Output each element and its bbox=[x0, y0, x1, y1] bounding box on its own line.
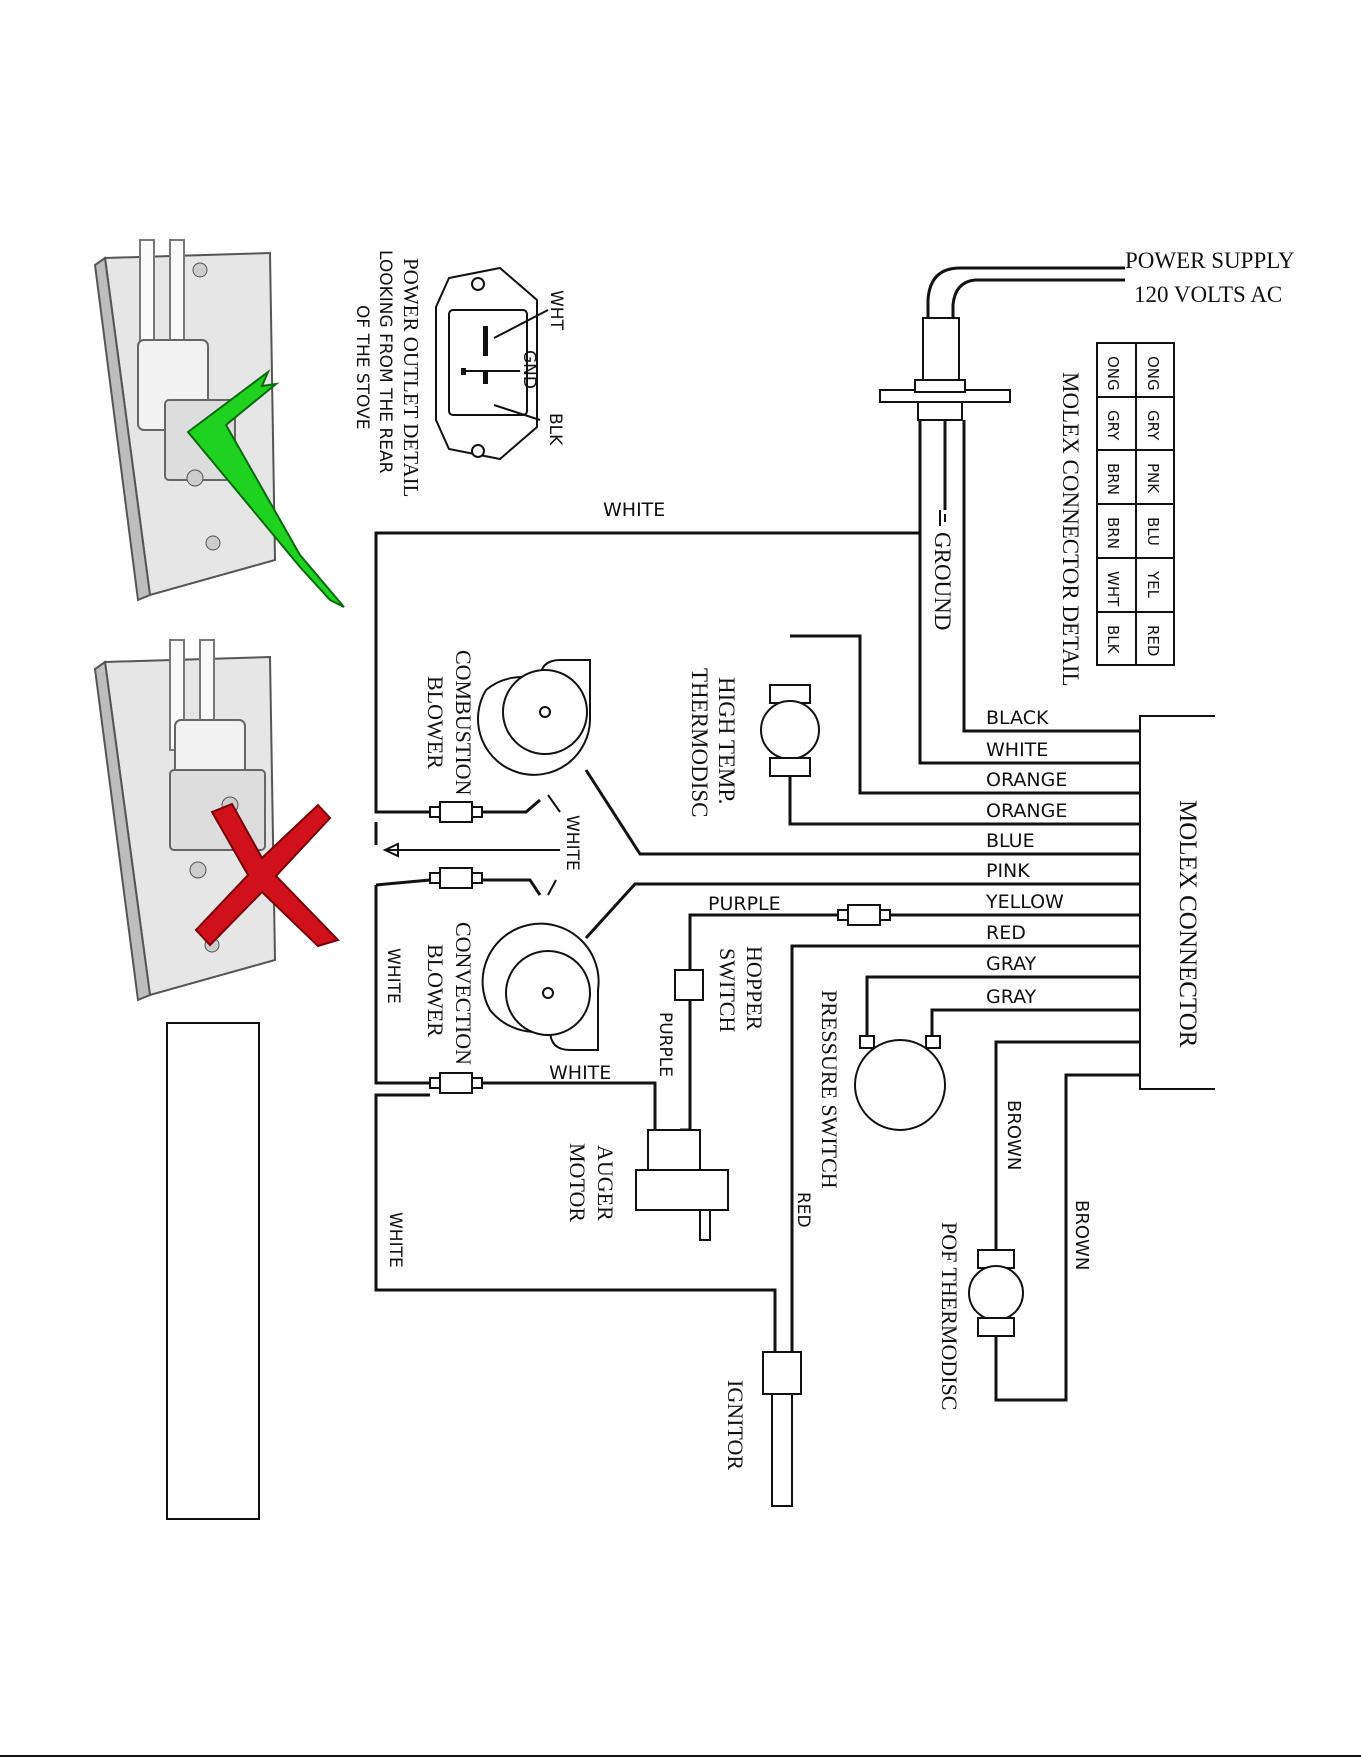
molex-wire-label: WHITE bbox=[986, 739, 1048, 761]
wire-label-brown-2: BROWN bbox=[1071, 1200, 1092, 1270]
combustion-label-1: COMBUSTION bbox=[451, 650, 476, 796]
convection-label-1: CONVECTION bbox=[451, 922, 476, 1065]
ignitor bbox=[762, 1351, 802, 1507]
outlet-pin-wht: WHT bbox=[546, 290, 566, 331]
power-outlet-detail bbox=[435, 266, 549, 461]
ground-label: GROUND bbox=[930, 532, 955, 630]
molex-wire-labels: BLACK WHITE ORANGE ORANGE BLUE PINK YELLOW RED G… bbox=[985, 707, 1067, 1008]
molex-wire-label: BLACK bbox=[986, 707, 1049, 729]
wire-label-white-left-mid: WHITE bbox=[383, 948, 403, 1004]
hopper-label-2: SWITCH bbox=[715, 948, 740, 1032]
molex-detail-cell: ONG bbox=[1144, 356, 1162, 391]
bottom-rule bbox=[0, 1755, 1361, 1757]
incorrect-plug-picture bbox=[93, 639, 340, 1002]
molex-detail-cell: GRY bbox=[1144, 410, 1162, 441]
note-box bbox=[166, 1022, 260, 1520]
hopper-switch bbox=[674, 969, 704, 1001]
auger-motor bbox=[635, 1129, 729, 1241]
molex-detail-cell: WHT bbox=[1104, 571, 1122, 607]
power-supply-label-2: 120 VOLTS AC bbox=[1134, 282, 1282, 307]
wire-label-white-left-low: WHITE bbox=[385, 1212, 405, 1268]
molex-detail-cells: ONG GRY PNK BLU YEL RED ONG GRY BRN BRN WHT BLK bbox=[1104, 356, 1162, 656]
pressure-label: PRESSURE SWITCH bbox=[817, 990, 842, 1189]
auger-label-1: AUGER bbox=[593, 1145, 618, 1221]
molex-wire-label: RED bbox=[986, 922, 1026, 944]
power-supply-cord bbox=[879, 266, 1125, 421]
convection-blower bbox=[481, 922, 600, 1051]
combustion-label-2: BLOWER bbox=[423, 676, 448, 769]
pof-label: POF THERMODISC bbox=[937, 1222, 962, 1410]
molex-detail-title: MOLEX CONNECTOR DETAIL bbox=[1058, 372, 1083, 687]
molex-detail-cell: YEL bbox=[1144, 570, 1162, 599]
molex-wire-label: BLUE bbox=[986, 830, 1035, 852]
molex-detail-cell: ONG bbox=[1104, 356, 1122, 391]
cord-strain-relief bbox=[922, 317, 960, 381]
outlet-caption-2: LOOKING FROM THE REAR bbox=[375, 250, 395, 474]
high-temp-label-2: THERMODISC bbox=[687, 668, 712, 818]
red-x-icon bbox=[194, 802, 340, 948]
ignitor-label: IGNITOR bbox=[723, 1380, 748, 1470]
wire-label-white-auger: WHITE bbox=[549, 1062, 611, 1084]
convection-label-2: BLOWER bbox=[423, 944, 448, 1037]
molex-wire-label: YELLOW bbox=[985, 891, 1064, 913]
outlet-pin-gnd: GND bbox=[519, 350, 539, 389]
molex-detail-cell: GRY bbox=[1104, 410, 1122, 441]
molex-detail-cell: BRN bbox=[1104, 463, 1122, 495]
hopper-label-1: HOPPER bbox=[742, 946, 767, 1031]
pof-thermodisc bbox=[968, 1249, 1024, 1337]
wire-label-red: RED bbox=[793, 1192, 813, 1228]
outlet-caption-3: OF THE STOVE bbox=[352, 305, 372, 430]
correct-plug-picture bbox=[93, 239, 345, 608]
molex-detail-cell: RED bbox=[1144, 625, 1162, 656]
green-check-icon bbox=[186, 368, 345, 608]
molex-detail-cell: BLK bbox=[1104, 625, 1122, 655]
auger-label-2: MOTOR bbox=[565, 1143, 590, 1222]
molex-wire-label: GRAY bbox=[986, 986, 1037, 1008]
molex-wire-label: ORANGE bbox=[986, 800, 1067, 822]
ground-wire bbox=[939, 420, 947, 526]
combustion-blower bbox=[477, 659, 591, 776]
wire-label-white-top: WHITE bbox=[603, 499, 665, 521]
power-supply-label-1: POWER SUPPLY bbox=[1125, 248, 1295, 273]
wire-label-purple-side: PURPLE bbox=[655, 1012, 675, 1077]
wire-label-brown-1: BROWN bbox=[1003, 1100, 1024, 1170]
outlet-caption-1: POWER OUTLET DETAIL bbox=[399, 258, 423, 497]
molex-wire-label: ORANGE bbox=[986, 769, 1067, 791]
wire-label-white-center: WHITE bbox=[562, 815, 582, 871]
molex-wire-label: GRAY bbox=[986, 953, 1037, 975]
high-temp-thermodisc bbox=[760, 684, 820, 777]
outlet-pin-blk: BLK bbox=[545, 413, 565, 446]
molex-wire-label: PINK bbox=[986, 860, 1030, 882]
molex-connector-label: MOLEX CONNECTOR bbox=[1174, 800, 1201, 1048]
pressure-switch bbox=[854, 1035, 946, 1131]
wire-label-purple-top: PURPLE bbox=[708, 893, 781, 915]
molex-detail-cell: BLU bbox=[1144, 517, 1162, 546]
molex-connector-detail-table bbox=[1096, 342, 1175, 666]
high-temp-label-1: HIGH TEMP. bbox=[714, 677, 739, 804]
inline-connectors bbox=[429, 801, 891, 1094]
molex-connector bbox=[1139, 715, 1215, 1090]
molex-detail-cell: PNK bbox=[1144, 463, 1162, 494]
molex-detail-cell: BRN bbox=[1104, 517, 1122, 549]
